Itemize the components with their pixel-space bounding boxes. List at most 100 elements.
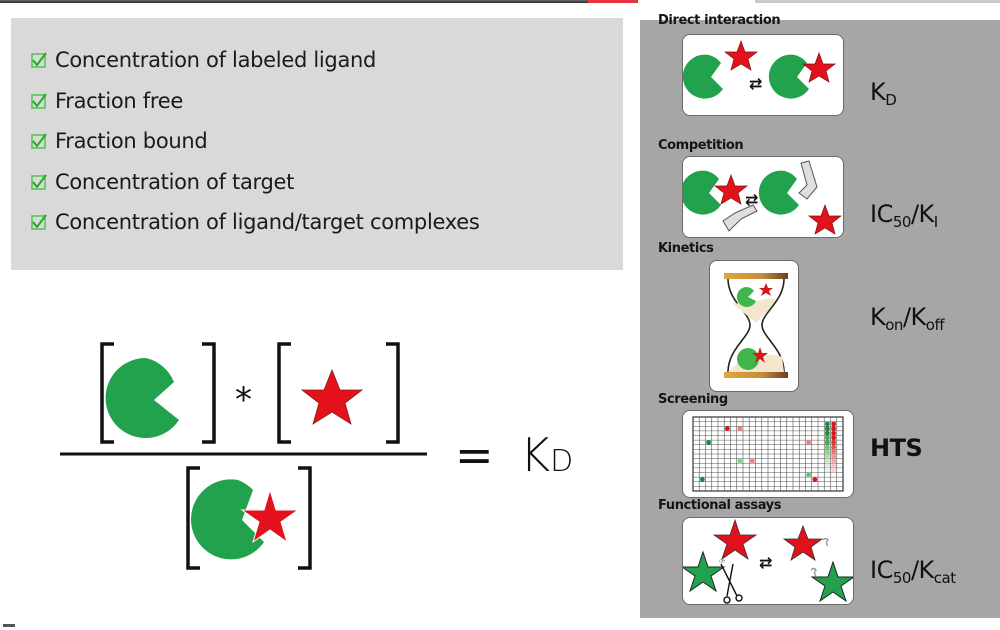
plate-well-hit (824, 453, 830, 459)
plate-well-hit (824, 467, 830, 473)
plate-well-hit (812, 477, 818, 482)
top-divider-accent (588, 0, 638, 3)
assay-panel: Direct interaction ⇄ KD Competition ⇄ IC… (640, 13, 1000, 618)
bracket-left-open (100, 342, 114, 444)
plate-well-hit (737, 458, 743, 464)
constant-main: K (870, 303, 886, 331)
plate-well-hit (806, 472, 812, 478)
plate-well-hit (824, 463, 830, 468)
checklist-item: Concentration of ligand/target complexes (31, 202, 480, 243)
plate-well-hit (699, 477, 705, 482)
constant-sub: 50 (892, 213, 912, 231)
plate-well-hit (824, 430, 830, 436)
checkbox-checked-icon (31, 133, 47, 150)
plate-well-hit (831, 458, 837, 464)
checklist-item: Fraction bound (31, 121, 479, 162)
bracket-right-close (386, 342, 400, 444)
plate-well-hit (831, 449, 837, 455)
kd-main: K (520, 428, 551, 482)
competition-equilibrium-icon: ⇄ (683, 160, 843, 235)
constant-rest-sub: I (933, 213, 938, 231)
constant-rest-sub: off (925, 316, 945, 334)
plate-well-hit (831, 463, 837, 468)
plate-well-hit (831, 435, 837, 441)
svg-text:ꟹ: ꟹ (719, 558, 726, 569)
complex-target-icon (191, 479, 264, 560)
functional-assays-card: ꟹ ⇄ (682, 517, 854, 605)
constant-sub: 50 (892, 569, 912, 587)
svg-text:⇄: ⇄ (749, 74, 762, 93)
plate-well-hit (706, 440, 712, 445)
checklist-panel: Concentration of labeled ligand Fraction… (11, 18, 623, 270)
plate-well-hit (824, 426, 830, 431)
plate-well-hit (824, 435, 830, 441)
plate-well-hit (824, 458, 830, 464)
plate-well-hit (806, 440, 812, 445)
kd-result: KD (520, 428, 573, 482)
kinetics-card (709, 260, 799, 392)
constant-kon-koff: Kon/Koff (870, 303, 945, 334)
plate-well-hit (831, 426, 837, 431)
constant-rest-sub: cat (933, 569, 956, 587)
constant-main: IC (870, 200, 893, 228)
constant-main: HTS (870, 434, 923, 462)
constant-kd: KD (870, 78, 897, 109)
plate-well-hit (824, 440, 830, 445)
plate-well-hit (831, 421, 837, 427)
well-plate-icon (692, 416, 844, 492)
checklist-item: Concentration of target (31, 162, 479, 203)
constant-sub: D (885, 91, 897, 109)
plate-well-hit (831, 467, 837, 473)
bracket-bottom-open (186, 466, 200, 570)
section-title-functional-assays: Functional assays (658, 498, 782, 513)
top-divider-light (755, 0, 1000, 3)
constant-main: K (870, 78, 886, 106)
plate-well-hit (749, 458, 755, 464)
direct-interaction-card: ⇄ (682, 34, 844, 116)
plate-well-hit (824, 421, 830, 427)
multiply-operator: * (235, 380, 252, 420)
section-title-screening: Screening (658, 392, 728, 407)
binding-equilibrium-icon: ⇄ (683, 39, 837, 99)
section-title-competition: Competition (658, 138, 744, 153)
scissors-icon (720, 563, 743, 604)
plate-well-hit (824, 444, 830, 450)
hourglass-icon (724, 273, 788, 378)
checkbox-checked-icon (31, 214, 47, 231)
checkbox-checked-icon (31, 52, 47, 69)
checklist-item: Concentration of labeled ligand (31, 40, 479, 81)
section-title-direct-interaction: Direct interaction (658, 13, 781, 28)
equals-sign: = (455, 428, 494, 482)
constant-hts: HTS (870, 434, 923, 462)
bracket-right-open (277, 342, 291, 444)
checklist-item: Fraction free (31, 81, 479, 122)
constant-rest: /K (910, 556, 934, 584)
svg-text:⇄: ⇄ (745, 190, 758, 209)
checklist-item-label: Fraction bound (55, 129, 208, 154)
kd-subscript: D (550, 444, 574, 479)
checkbox-checked-icon (31, 174, 47, 190)
plate-well-hit (831, 440, 837, 445)
cleavage-assay-icon: ꟹ ⇄ (683, 518, 853, 604)
checklist-item-label: Concentration of labeled ligand (55, 48, 377, 73)
checklist: Concentration of labeled ligand Fraction… (31, 40, 480, 243)
bracket-bottom-close (298, 466, 312, 570)
screening-card (682, 410, 854, 498)
constant-rest: /K (902, 303, 926, 331)
constant-sub: on (885, 316, 903, 334)
constant-ic50-kcat: IC50/Kcat (870, 556, 956, 587)
competition-card: ⇄ (682, 156, 844, 238)
plate-well-hit (831, 444, 837, 450)
plate-well-hit (737, 426, 743, 431)
complex-ligand-icon (240, 488, 300, 544)
plate-well-hit (831, 453, 837, 459)
top-divider (0, 0, 590, 3)
constant-ic50-ki: IC50/KI (870, 200, 938, 231)
constant-main: IC (870, 556, 893, 584)
constant-rest: /K (910, 200, 934, 228)
section-title-kinetics: Kinetics (658, 241, 714, 256)
plate-well-hit (824, 449, 830, 455)
bracket-left-close (202, 342, 216, 444)
ligand-star-icon (300, 368, 364, 425)
checklist-item-label: Concentration of ligand/target complexes (55, 210, 480, 235)
